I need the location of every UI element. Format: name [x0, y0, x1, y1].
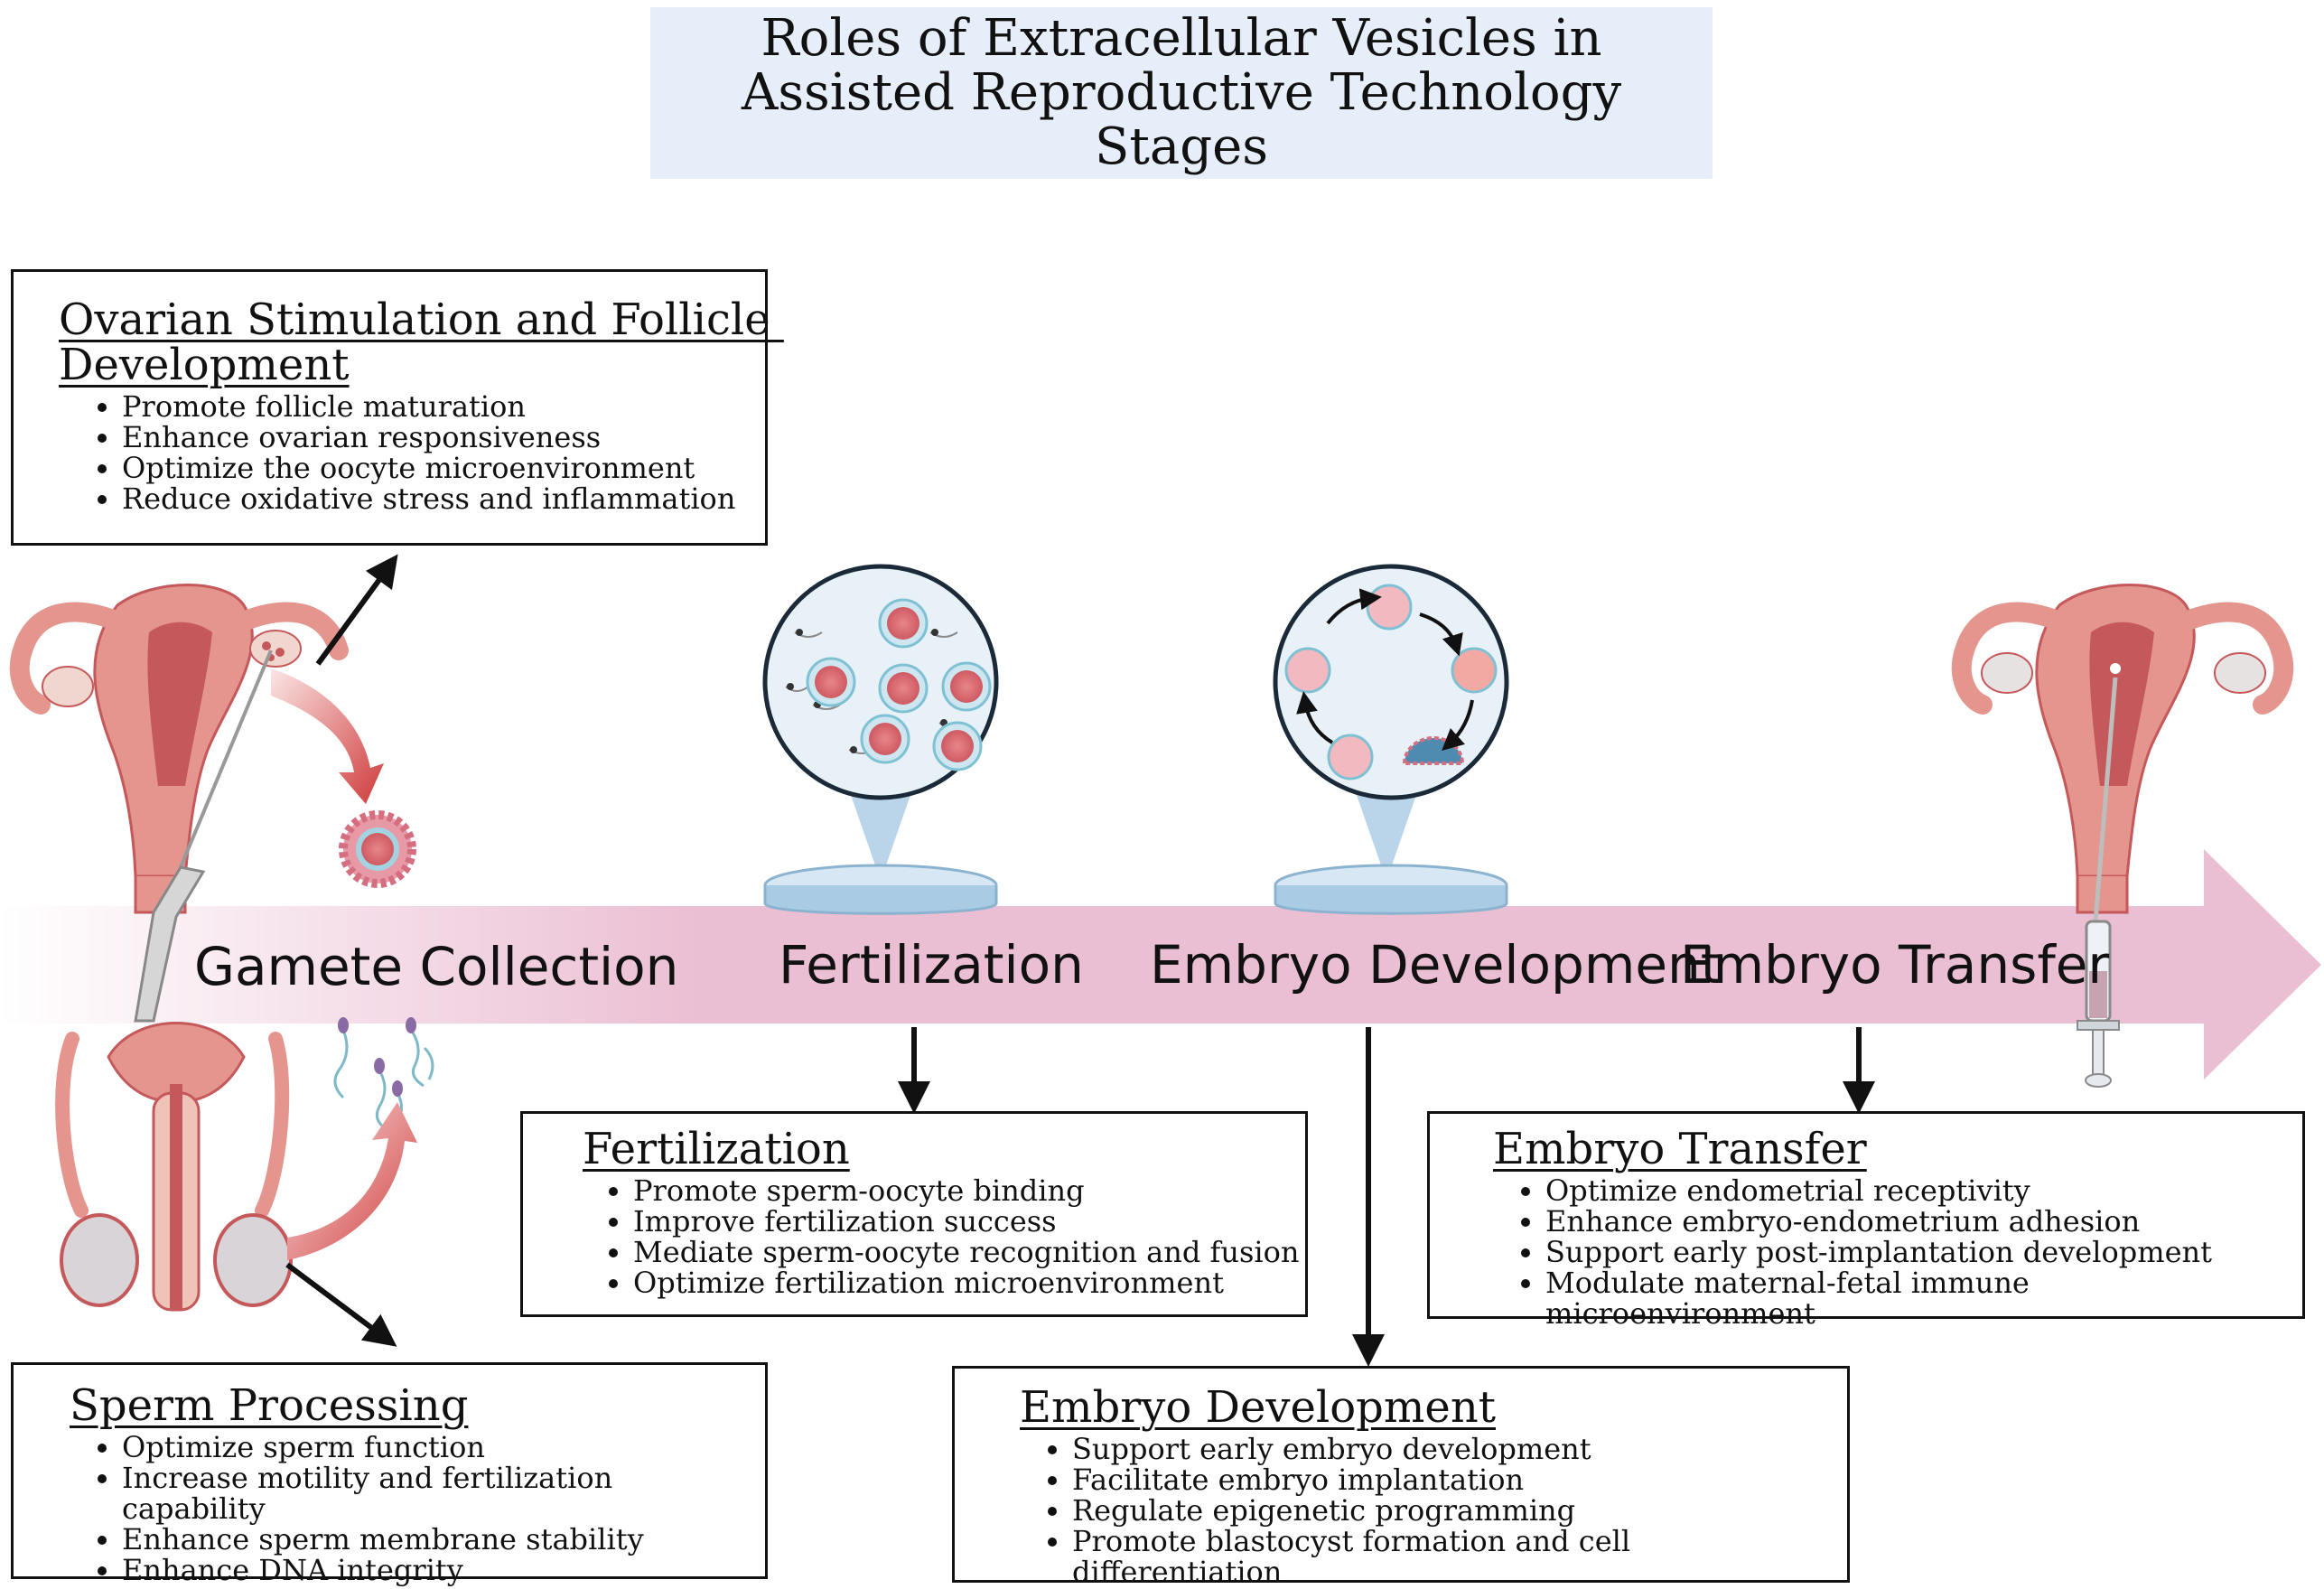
- list-item: Support early embryo development: [1072, 1434, 1847, 1464]
- petri-dish-icon: [763, 864, 998, 915]
- red-arrow-sperm: [287, 1102, 417, 1260]
- ovary-icon: [249, 630, 302, 668]
- ovarian-list: Promote follicle maturation Enhance ovar…: [59, 391, 765, 514]
- embryo-cycle-icon: [1273, 564, 1509, 881]
- list-item: Enhance ovarian responsiveness: [122, 422, 765, 453]
- sperm-icon: [333, 1017, 434, 1131]
- title-line-1: Roles of Extracellular Vesicles in: [761, 9, 1602, 68]
- embryo-transfer-box: Embryo Transfer Optimize endometrial rec…: [1427, 1111, 2305, 1329]
- list-item: Optimize endometrial receptivity: [1545, 1175, 2302, 1206]
- oocyte-cluster: [806, 598, 992, 771]
- title-box: Roles of Extracellular Vesicles in Assis…: [650, 7, 1713, 179]
- red-arrow-oocyte: [271, 668, 384, 804]
- uterus-icon: [9, 584, 349, 1023]
- list-item: Optimize sperm function: [122, 1432, 765, 1463]
- stage-gamete-collection: Gamete Collection: [194, 936, 679, 997]
- embryo-transfer-list: Optimize endometrial receptivity Enhance…: [1493, 1175, 2302, 1329]
- magnifier-circle-icon: [762, 564, 999, 881]
- embryo-transfer-title: Embryo Transfer: [1493, 1124, 1867, 1174]
- ovarian-title-line-2: Development: [59, 340, 350, 390]
- syringe-icon: [2077, 920, 2120, 1088]
- list-item: Optimize fertilization microenvironment: [633, 1267, 1305, 1298]
- uterus-icon-right: [1951, 584, 2294, 922]
- petri-dish-icon-2: [1274, 864, 1508, 915]
- fertilization-box: Fertilization Promote sperm-oocyte bindi…: [520, 1111, 1308, 1317]
- list-item: Mediate sperm-oocyte recognition and fus…: [633, 1237, 1305, 1267]
- embryo-development-box: Embryo Development Support early embryo …: [952, 1366, 1850, 1587]
- stage-fertilization: Fertilization: [779, 934, 1084, 995]
- catheter-icon: [2093, 677, 2118, 922]
- timeline-arrow: [0, 849, 2321, 1080]
- list-item: Promote blastocyst formation and cell di…: [1072, 1526, 1847, 1587]
- list-item: Promote follicle maturation: [122, 391, 765, 422]
- fertilization-title: Fertilization: [583, 1124, 850, 1174]
- sperm-list: Optimize sperm function Increase motilit…: [70, 1432, 765, 1585]
- list-item: Increase motility and fertilization capa…: [122, 1463, 765, 1524]
- list-item: Improve fertilization success: [633, 1206, 1305, 1237]
- list-item: Modulate maternal-fetal immune microenvi…: [1545, 1267, 2302, 1329]
- title-line-2: Assisted Reproductive Technology Stages: [741, 63, 1622, 176]
- list-item: Enhance sperm membrane stability: [122, 1524, 765, 1555]
- embryo-development-list: Support early embryo development Facilit…: [1020, 1434, 1847, 1587]
- embryo-development-title: Embryo Development: [1020, 1382, 1497, 1433]
- stage-embryo-development: Embryo Development: [1150, 934, 1722, 995]
- sperm-box: Sperm Processing Optimize sperm function…: [11, 1362, 768, 1585]
- list-item: Optimize the oocyte microenvironment: [122, 453, 765, 483]
- ovarian-title-line-1: Ovarian Stimulation and Follicle: [59, 294, 784, 345]
- list-item: Facilitate embryo implantation: [1072, 1464, 1847, 1495]
- arrow-to-ovarian: [315, 554, 398, 666]
- stage-embryo-transfer: Embryo Transfer: [1680, 934, 2110, 995]
- list-item: Promote sperm-oocyte binding: [633, 1175, 1305, 1206]
- list-item: Enhance DNA integrity: [122, 1555, 765, 1585]
- list-item: Enhance embryo-endometrium adhesion: [1545, 1206, 2302, 1237]
- oocyte-icon: [339, 810, 416, 888]
- male-reproductive-icon: [55, 1022, 293, 1312]
- fertilization-list: Promote sperm-oocyte binding Improve fer…: [583, 1175, 1305, 1298]
- sperm-title: Sperm Processing: [70, 1380, 469, 1431]
- list-item: Reduce oxidative stress and inflammation: [122, 483, 765, 514]
- ovarian-box: Ovarian Stimulation and Follicle Develop…: [11, 269, 784, 546]
- arrow-to-sperm: [285, 1262, 397, 1347]
- list-item: Support early post-implantation developm…: [1545, 1237, 2302, 1267]
- list-item: Regulate epigenetic programming: [1072, 1495, 1847, 1526]
